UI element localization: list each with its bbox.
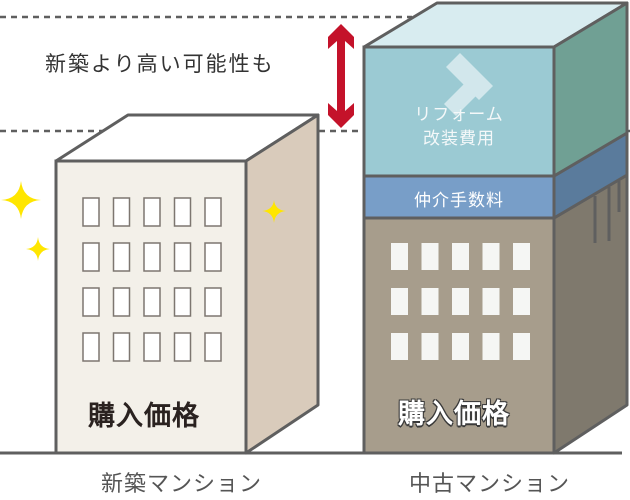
new-building-price-label: 購入価格	[88, 401, 200, 432]
window	[82, 332, 100, 362]
higher-possibility-note: 新築より高い可能性も	[45, 52, 275, 76]
window	[391, 333, 408, 360]
window	[112, 242, 131, 272]
window	[391, 243, 408, 270]
reform-label-line1: リフォーム	[414, 105, 504, 125]
window	[482, 243, 500, 270]
window	[452, 288, 469, 315]
window	[391, 288, 408, 315]
window	[143, 197, 161, 227]
window	[421, 333, 439, 360]
used-building-price-label: 購入価格	[398, 399, 510, 430]
window	[513, 243, 530, 270]
new-building-caption: 新築マンション	[101, 472, 263, 497]
brokerage-fee-label: 仲介手数料	[414, 191, 504, 211]
new-building-windows	[82, 197, 222, 362]
used-building	[362, 1, 629, 455]
window	[204, 197, 222, 227]
window	[82, 242, 100, 272]
window	[173, 287, 192, 317]
window	[82, 197, 100, 227]
window	[204, 287, 222, 317]
window	[143, 332, 161, 362]
hammer-icon	[444, 53, 493, 116]
window	[82, 287, 100, 317]
window	[482, 333, 500, 360]
window	[204, 332, 222, 362]
sparkles	[1, 181, 286, 261]
reform-cost-label: リフォーム 改装費用	[364, 103, 554, 151]
window	[112, 197, 131, 227]
used-building-windows	[391, 243, 530, 360]
new-building	[54, 113, 320, 455]
window	[482, 288, 500, 315]
window	[421, 288, 439, 315]
window	[173, 332, 192, 362]
window	[112, 332, 131, 362]
window	[112, 287, 131, 317]
window	[143, 287, 161, 317]
used-building-side	[552, 173, 629, 455]
sparkle-icon	[1, 181, 41, 219]
new-building-side	[244, 113, 320, 455]
used-building-caption: 中古マンション	[409, 472, 571, 497]
window	[452, 243, 469, 270]
reform-label-line2: 改装費用	[423, 129, 495, 149]
sparkle-icon	[26, 237, 50, 261]
window	[452, 333, 469, 360]
window	[173, 197, 192, 227]
window	[204, 242, 222, 272]
double-arrow-icon	[328, 24, 354, 128]
window	[143, 242, 161, 272]
window	[421, 243, 439, 270]
sparkle-icon	[262, 200, 286, 223]
window	[513, 333, 530, 360]
window	[173, 242, 192, 272]
window	[513, 288, 530, 315]
